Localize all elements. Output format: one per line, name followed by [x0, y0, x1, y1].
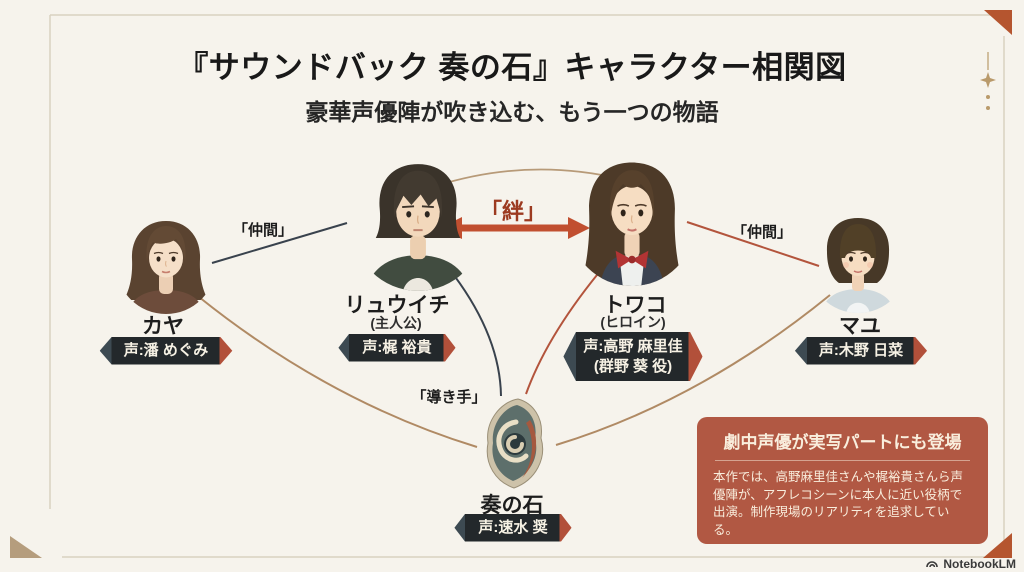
stone-voice-badge: 声:速水 奨: [454, 514, 572, 542]
page-subtitle: 豪華声優陣が吹き込む、もう一つの物語: [305, 99, 719, 125]
towako-mayu-line: [686, 221, 820, 267]
notebooklm-logo-icon: [926, 561, 939, 568]
ryuichi-name: リュウイチ: [344, 294, 450, 317]
ally-label-left: 「仲間」: [232, 222, 294, 239]
mayu-stone-line: [555, 294, 831, 446]
mayu-name: マユ: [839, 315, 881, 338]
ryuichi-avatar: [365, 164, 471, 291]
info-box-body: 本作では、高野麻里佳さんや梶裕貴さんら声優陣が、アフレコシーンに本人に近い役柄で…: [713, 470, 964, 537]
towako-avatar: [580, 162, 684, 286]
kaya-voice-badge: 声:潘 めぐみ: [99, 337, 233, 365]
ally-label-right: 「仲間」: [731, 224, 793, 241]
kaya-stone-line: [198, 296, 478, 448]
ryuichi-role: (主人公): [370, 315, 422, 331]
bond-arc-line: [435, 168, 622, 187]
kaya-ryuichi-line: [211, 222, 348, 264]
footer-brand: NotebookLM: [925, 557, 1016, 571]
page-title: 『サウンドバック 奏の石』キャラクター相関図: [177, 50, 847, 85]
bottom-left-triangle-decoration: [10, 536, 42, 558]
stone-name: 奏の石: [480, 494, 544, 517]
bond-arrow-right-head: [568, 217, 590, 239]
guide-label: 「導き手」: [411, 389, 487, 406]
top-right-triangle-decoration: [984, 10, 1012, 35]
towako-role: (ヒロイン): [600, 314, 666, 330]
towako-voice-actor: 声:高野 麻里佳: [583, 338, 683, 355]
towako-voice-badge: 声:高野 麻里佳 (群野 葵 役): [563, 332, 703, 381]
ryuichi-voice-badge: 声:梶 裕貴: [338, 334, 456, 362]
sparkle-dot: [986, 95, 990, 99]
mayu-avatar: [821, 218, 895, 313]
bottom-right-triangle-decoration: [983, 533, 1012, 558]
towako-voice-role: (群野 葵 役): [593, 357, 673, 375]
info-box: 劇中声優が実写パートにも登場 本作では、高野麻里佳さんや梶裕貴さんら声優陣が、ア…: [697, 417, 988, 544]
info-box-divider: [715, 460, 970, 461]
mayu-voice-badge: 声:木野 日菜: [794, 337, 928, 365]
towako-name: トワコ: [603, 294, 667, 317]
footer-brand-label: NotebookLM: [943, 557, 1016, 571]
kanade-stone-illustration: [486, 398, 544, 489]
sparkle-dot: [986, 106, 990, 110]
kaya-avatar: [124, 221, 208, 314]
kaya-name: カヤ: [142, 315, 184, 338]
bond-label: 「絆」: [479, 199, 547, 224]
info-box-title: 劇中声優が実写パートにも登場: [723, 433, 962, 452]
sparkle-icon: [980, 72, 996, 88]
